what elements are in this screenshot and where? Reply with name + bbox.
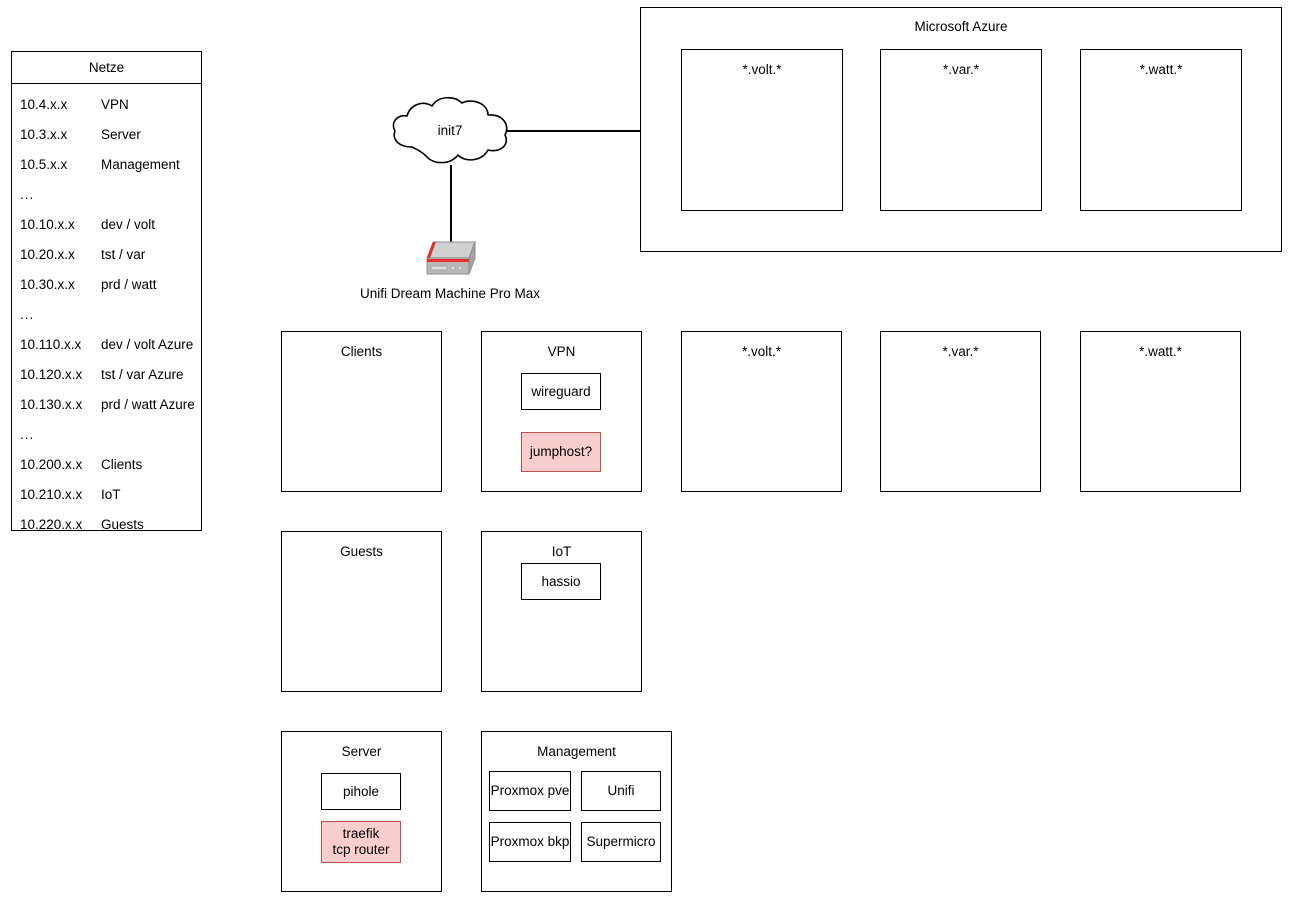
table-row: 10.120.x.x tst / var Azure	[12, 360, 201, 390]
netze-label: prd / watt	[101, 277, 157, 292]
vlan-box-watt: *.watt.*	[1080, 331, 1241, 492]
router-device-icon	[426, 241, 476, 275]
netze-cidr: ...	[20, 307, 35, 322]
gateway-device-icon-wrap	[417, 236, 485, 284]
vlan-title: *.watt.*	[1139, 344, 1182, 359]
table-row: 10.3.x.x Server	[12, 120, 201, 150]
vlan-box-volt: *.volt.*	[681, 331, 842, 492]
azure-zone-label: *.volt.*	[742, 62, 782, 77]
netze-label: tst / var	[101, 247, 146, 262]
vlan-title: Management	[537, 744, 616, 759]
service-hassio: hassio	[521, 563, 601, 600]
netze-cidr: 10.220.x.x	[20, 517, 83, 532]
cloud-init7: init7	[388, 95, 512, 170]
table-row: ...	[12, 300, 201, 330]
table-row: 10.220.x.x Guests	[12, 510, 201, 540]
netze-label: dev / volt Azure	[101, 337, 194, 352]
service-label: wireguard	[531, 383, 591, 399]
vlan-box-var: *.var.*	[880, 331, 1041, 492]
azure-zone-label: *.var.*	[942, 62, 980, 77]
connector-cloud-to-gateway	[450, 165, 452, 244]
service-traefik: traefik tcp router	[321, 821, 401, 863]
table-row: 10.30.x.x prd / watt	[12, 270, 201, 300]
netze-legend-table: Netze 10.4.x.x VPN 10.3.x.x Server 10.5.…	[11, 51, 202, 532]
netze-cidr: 10.200.x.x	[20, 457, 83, 472]
azure-zone-volt: *.volt.*	[681, 49, 843, 211]
table-row: ...	[12, 420, 201, 450]
table-row: 10.110.x.x dev / volt Azure	[12, 330, 201, 360]
service-pihole: pihole	[321, 773, 401, 810]
netze-label: dev / volt	[101, 217, 156, 232]
service-label: Supermicro	[586, 834, 656, 849]
service-jumphost: jumphost?	[521, 432, 601, 472]
service-label: pihole	[342, 783, 380, 799]
netze-cidr: ...	[20, 427, 35, 442]
service-wireguard: wireguard	[521, 373, 601, 410]
netze-cidr: 10.5.x.x	[20, 157, 68, 172]
netze-label: Server	[101, 127, 141, 142]
vlan-box-clients: Clients	[281, 331, 442, 492]
netze-cidr: 10.20.x.x	[20, 247, 75, 262]
netze-table-body: 10.4.x.x VPN 10.3.x.x Server 10.5.x.x Ma…	[12, 84, 201, 540]
service-unifi: Unifi	[581, 771, 661, 811]
netze-cidr: 10.3.x.x	[20, 127, 68, 142]
netze-cidr: 10.110.x.x	[20, 337, 82, 352]
netze-cidr: 10.4.x.x	[20, 97, 68, 112]
service-proxmox-pve: Proxmox pve	[489, 771, 571, 811]
table-row: 10.20.x.x tst / var	[12, 240, 201, 270]
table-row: 10.5.x.x Management	[12, 150, 201, 180]
netze-label: Guests	[101, 517, 144, 532]
netze-label	[101, 420, 201, 450]
netze-cidr: 10.30.x.x	[20, 277, 75, 292]
service-label: Proxmox pve	[490, 783, 570, 798]
netze-table-title: Netze	[12, 52, 201, 84]
vlan-title: IoT	[551, 544, 572, 559]
vlan-title: *.volt.*	[741, 344, 782, 359]
table-row: 10.210.x.x IoT	[12, 480, 201, 510]
service-label: jumphost?	[529, 444, 593, 459]
netze-label: IoT	[101, 487, 121, 502]
table-row: 10.4.x.x VPN	[12, 90, 201, 120]
netze-label: Management	[101, 157, 180, 172]
vlan-title: *.var.*	[942, 344, 979, 359]
table-row: 10.10.x.x dev / volt	[12, 210, 201, 240]
azure-title: Microsoft Azure	[914, 19, 1008, 34]
netze-cidr: 10.210.x.x	[20, 487, 83, 502]
service-label: Unifi	[607, 783, 635, 798]
service-label: hassio	[541, 573, 581, 589]
vlan-title: Clients	[340, 344, 383, 359]
vlan-box-iot: IoT	[481, 531, 642, 692]
cloud-label: init7	[437, 123, 463, 138]
netze-label: prd / watt Azure	[101, 397, 195, 412]
netze-label: VPN	[101, 97, 129, 112]
netze-cidr: 10.120.x.x	[20, 367, 83, 382]
netze-label: Clients	[101, 457, 143, 472]
netze-label	[101, 180, 201, 210]
azure-zone-var: *.var.*	[880, 49, 1042, 211]
table-row: ...	[12, 180, 201, 210]
netze-label: tst / var Azure	[101, 367, 184, 382]
service-proxmox-bkp: Proxmox bkp	[489, 822, 571, 862]
netze-label	[101, 300, 201, 330]
vlan-box-server: Server	[281, 731, 442, 892]
service-label-line2: tcp router	[332, 842, 390, 857]
vlan-title: Server	[341, 744, 382, 759]
service-label-line1: traefik	[342, 826, 380, 841]
service-label: Proxmox bkp	[490, 834, 570, 849]
service-supermicro: Supermicro	[581, 822, 661, 862]
table-row: 10.200.x.x Clients	[12, 450, 201, 480]
connector-cloud-to-azure	[507, 130, 641, 132]
netze-cidr: 10.130.x.x	[20, 397, 83, 412]
cloud-icon	[392, 96, 508, 164]
vlan-box-guests: Guests	[281, 531, 442, 692]
netze-cidr: ...	[20, 187, 35, 202]
vlan-box-management: Management	[481, 731, 672, 892]
netze-cidr: 10.10.x.x	[20, 217, 75, 232]
gateway-label: Unifi Dream Machine Pro Max	[359, 286, 541, 301]
table-row: 10.130.x.x prd / watt Azure	[12, 390, 201, 420]
vlan-title: Guests	[340, 544, 383, 559]
vlan-title: VPN	[547, 344, 576, 359]
azure-zone-label: *.watt.*	[1139, 62, 1183, 77]
azure-zone-watt: *.watt.*	[1080, 49, 1242, 211]
